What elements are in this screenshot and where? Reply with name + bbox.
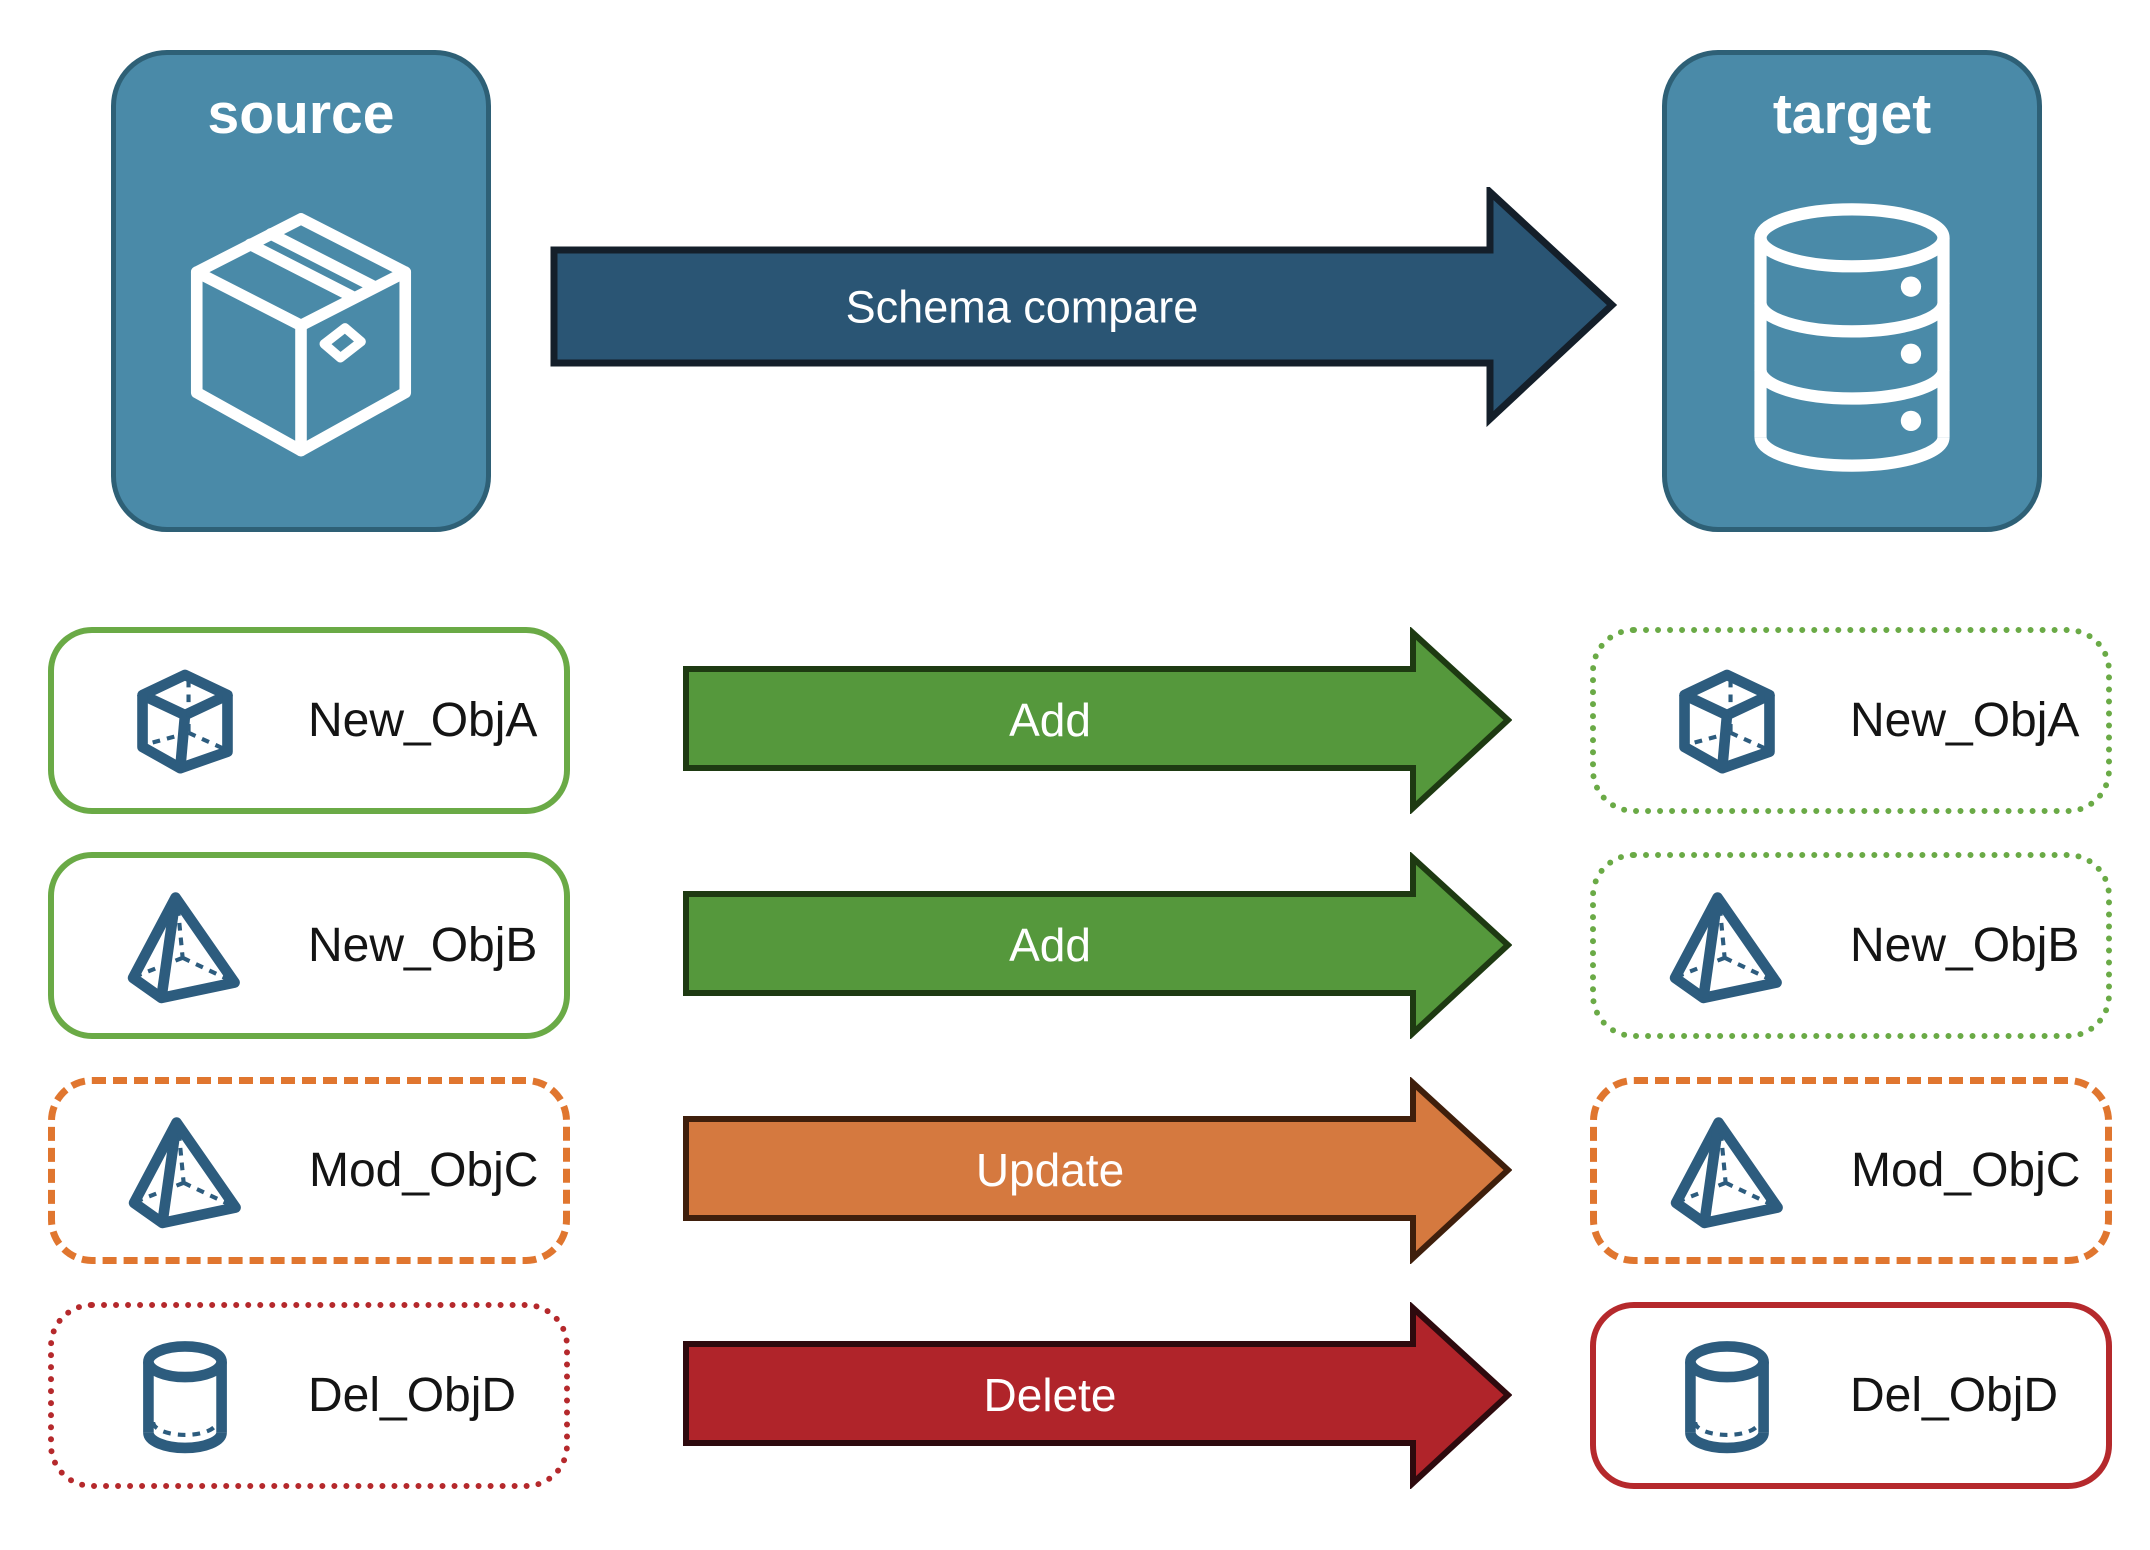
target-panel: target — [1662, 50, 2042, 532]
object-label: Del_ObjD — [308, 1369, 517, 1422]
target-object-card-del-objd: Del_ObjD — [1590, 1302, 2112, 1489]
source-panel-label: source — [207, 82, 395, 146]
add-arrow-label: Add — [1009, 919, 1091, 971]
add-arrow: Add — [683, 627, 1512, 814]
object-label: Del_ObjD — [1850, 1369, 2059, 1422]
source-object-card-mod-objc: Mod_ObjC — [48, 1077, 570, 1264]
update-arrow: Update — [683, 1077, 1512, 1264]
object-label: Mod_ObjC — [309, 1144, 539, 1197]
object-label: New_ObjB — [308, 919, 538, 972]
delete-arrow: Delete — [683, 1302, 1512, 1489]
package-box-icon — [190, 213, 412, 457]
source-object-card-del-objd: Del_ObjD — [48, 1302, 570, 1489]
update-arrow-label: Update — [976, 1144, 1124, 1196]
source-object-card-new-obja: New_ObjA — [48, 627, 570, 814]
object-label: New_ObjA — [1850, 694, 2080, 747]
pyramid-icon — [1669, 891, 1782, 1003]
cylinder-icon — [143, 1340, 227, 1453]
source-object-card-new-objb: New_ObjB — [48, 852, 570, 1039]
cylinder-icon — [1685, 1340, 1769, 1453]
pyramid-icon — [1670, 1116, 1783, 1228]
pyramid-icon — [128, 1116, 241, 1228]
add-arrow-label: Add — [1009, 694, 1091, 746]
target-object-card-new-objb: New_ObjB — [1590, 852, 2112, 1039]
object-row-mod-objc: Mod_ObjC Update Mod_ObjC — [0, 1077, 2150, 1264]
source-icon-area — [116, 147, 486, 527]
object-row-new-obja: New_ObjA Add New_ObjA — [0, 627, 2150, 814]
delete-arrow-label: Delete — [984, 1369, 1117, 1421]
object-label: Mod_ObjC — [1851, 1144, 2081, 1197]
cube-icon — [137, 669, 233, 774]
target-object-card-mod-objc: Mod_ObjC — [1590, 1077, 2112, 1264]
pyramid-icon — [127, 891, 240, 1003]
target-icon-area — [1667, 147, 2037, 527]
database-icon — [1754, 202, 1950, 472]
schema-compare-arrow-label: Schema compare — [846, 282, 1199, 333]
object-label: New_ObjA — [308, 694, 538, 747]
object-label: New_ObjB — [1850, 919, 2080, 972]
add-arrow: Add — [683, 852, 1512, 1039]
target-object-card-new-obja: New_ObjA — [1590, 627, 2112, 814]
schema-compare-arrow: Schema compare — [550, 187, 1618, 427]
object-row-new-objb: New_ObjB Add New_ObjB — [0, 852, 2150, 1039]
object-row-del-objd: Del_ObjD Delete Del_ObjD — [0, 1302, 2150, 1489]
cube-icon — [1679, 669, 1775, 774]
source-panel: source — [111, 50, 491, 532]
target-panel-label: target — [1772, 82, 1932, 146]
